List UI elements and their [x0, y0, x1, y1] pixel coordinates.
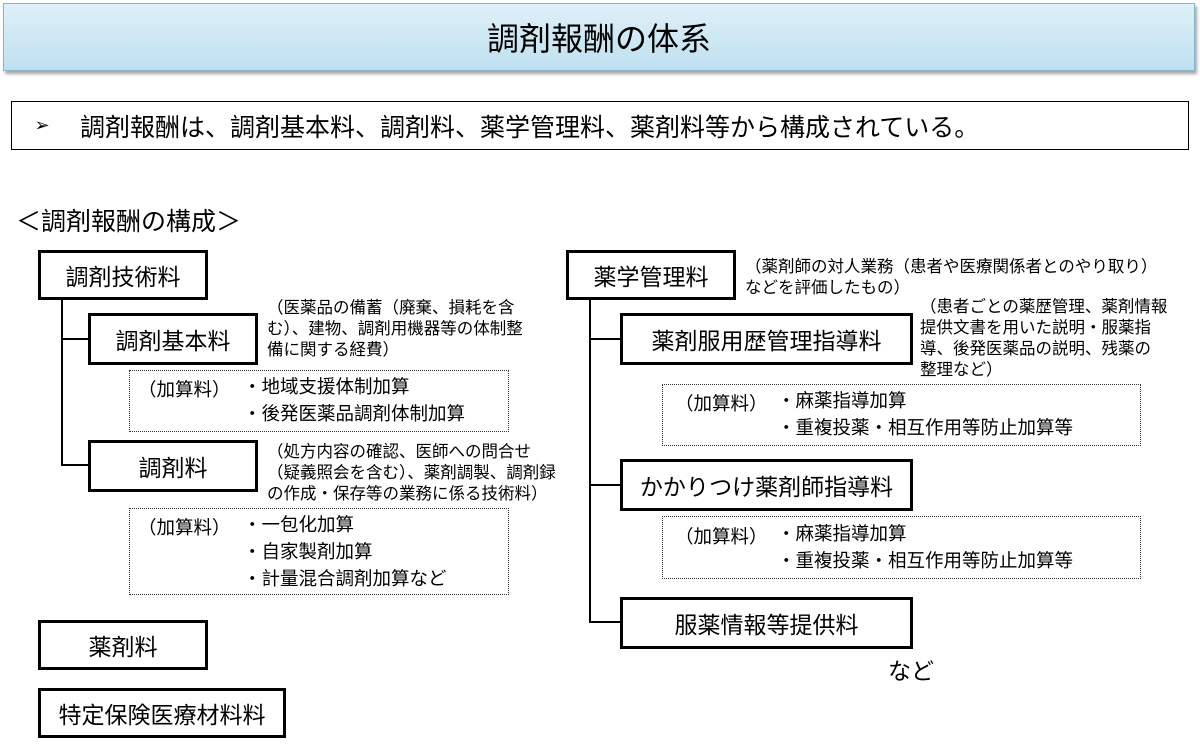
- addition-item: ・重複投薬・相互作用等防止加算等: [777, 418, 1074, 439]
- family-pharmacist-additions-box: （加算料） ・麻薬指導加算 ・重複投薬・相互作用等防止加算等: [662, 516, 1141, 579]
- dispensing-fee-additions-box: （加算料） ・一包化加算 ・自家製剤加算 ・計量混合調剤加算など: [129, 508, 509, 595]
- arrow-bullet-icon: ➢: [34, 115, 50, 136]
- basic-fee-label: 調剤基本料: [115, 329, 231, 355]
- addition-item: ・後発医薬品調剤体制加算: [243, 404, 466, 425]
- addition-item: ・重複投薬・相互作用等防止加算等: [777, 551, 1074, 572]
- dispensing-fee-box: 調剤料: [88, 440, 258, 492]
- summary-box: ➢ 調剤報酬は、調剤基本料、調剤料、薬学管理料、薬剤料等から構成されている。: [11, 101, 1189, 150]
- material-fee-box: 特定保険医療材料料: [38, 688, 286, 738]
- connector-right-vertical: [589, 299, 591, 623]
- note-line: （処方内容の確認、医師への問合せ: [267, 442, 531, 461]
- note-line: 提供文書を用いた説明・服薬指: [920, 318, 1151, 337]
- note-line: の作成・保存等の業務に係る技術料）: [267, 484, 548, 503]
- history-guidance-label: 薬剤服用歴管理指導料: [651, 329, 882, 355]
- addition-item: ・麻薬指導加算: [777, 391, 907, 412]
- basic-fee-note: （医薬品の備蓄（廃棄、損耗を含 む）、建物、調剤用機器等の体制整 備に関する経費…: [267, 297, 523, 360]
- addition-list: ・麻薬指導加算 ・重複投薬・相互作用等防止加算等: [777, 521, 1073, 575]
- connector-left-to-basic: [61, 338, 89, 340]
- dispensing-fee-note: （処方内容の確認、医師への問合せ （疑義照会を含む）、薬剤調製、調剤録 の作成・…: [267, 441, 556, 504]
- addition-label: （加算料）: [138, 380, 231, 401]
- note-line: （薬剤師の対人業務（患者や医療関係者とのやり取り）: [745, 257, 1158, 276]
- info-provision-box: 服薬情報等提供料: [620, 597, 913, 649]
- etc-text: など: [888, 659, 934, 685]
- addition-item: ・自家製剤加算: [243, 542, 373, 563]
- addition-item: ・麻薬指導加算: [777, 524, 907, 545]
- addition-item: ・計量混合調剤加算など: [243, 569, 447, 590]
- connector-right-to-info: [589, 621, 621, 623]
- info-provision-label: 服薬情報等提供料: [674, 613, 859, 639]
- note-line: む）、建物、調剤用機器等の体制整: [267, 319, 523, 338]
- note-line: （患者ごとの薬歴管理、薬剤情報: [920, 297, 1168, 316]
- page-title: 調剤報酬の体系: [486, 20, 711, 58]
- connector-left-vertical: [61, 299, 63, 465]
- connector-right-to-family: [589, 484, 621, 486]
- material-fee-label: 特定保険医療材料料: [58, 703, 266, 729]
- family-pharmacist-box: かかりつけ薬剤師指導料: [620, 459, 913, 511]
- addition-list: ・地域支援体制加算 ・後発医薬品調剤体制加算: [243, 374, 465, 428]
- section-heading: ＜調剤報酬の構成＞: [16, 207, 242, 236]
- connector-right-to-history: [589, 338, 621, 340]
- note-line: 備に関する経費）: [267, 340, 399, 359]
- note-line: 整理など）: [920, 360, 1003, 379]
- note-line: （医薬品の備蓄（廃棄、損耗を含: [267, 298, 515, 317]
- note-line: などを評価したもの）: [745, 278, 910, 297]
- management-fee-box: 薬学管理料: [566, 250, 736, 300]
- management-fee-label: 薬学管理料: [593, 265, 709, 291]
- addition-item: ・一包化加算: [243, 515, 355, 536]
- addition-label: （加算料）: [675, 527, 768, 548]
- page-title-banner: 調剤報酬の体系: [3, 3, 1195, 71]
- drug-fee-box: 薬剤料: [38, 620, 208, 670]
- history-guidance-note: （患者ごとの薬歴管理、薬剤情報 提供文書を用いた説明・服薬指 導、後発医薬品の説…: [920, 296, 1167, 380]
- summary-text: 調剤報酬は、調剤基本料、調剤料、薬学管理料、薬剤料等から構成されている。: [80, 112, 980, 142]
- addition-list: ・一包化加算 ・自家製剤加算 ・計量混合調剤加算など: [243, 512, 447, 593]
- history-guidance-additions-box: （加算料） ・麻薬指導加算 ・重複投薬・相互作用等防止加算等: [662, 384, 1141, 446]
- basic-fee-box: 調剤基本料: [88, 313, 258, 365]
- drug-fee-label: 薬剤料: [88, 635, 158, 661]
- note-line: 導、後発医薬品の説明、残薬の: [920, 339, 1151, 358]
- dispensing-fee-label: 調剤料: [138, 456, 208, 482]
- connector-left-to-dispensing: [61, 464, 89, 466]
- addition-label: （加算料）: [138, 518, 231, 539]
- addition-label: （加算料）: [675, 394, 768, 415]
- technical-fee-label: 調剤技術料: [65, 265, 181, 291]
- note-line: （疑義照会を含む）、薬剤調製、調剤録: [267, 463, 556, 482]
- family-pharmacist-label: かかりつけ薬剤師指導料: [639, 475, 894, 501]
- technical-fee-box: 調剤技術料: [38, 250, 208, 300]
- basic-fee-additions-box: （加算料） ・地域支援体制加算 ・後発医薬品調剤体制加算: [129, 370, 509, 432]
- management-fee-note: （薬剤師の対人業務（患者や医療関係者とのやり取り） などを評価したもの）: [745, 256, 1157, 298]
- addition-item: ・地域支援体制加算: [243, 377, 410, 398]
- addition-list: ・麻薬指導加算 ・重複投薬・相互作用等防止加算等: [777, 388, 1073, 442]
- history-guidance-box: 薬剤服用歴管理指導料: [620, 313, 913, 365]
